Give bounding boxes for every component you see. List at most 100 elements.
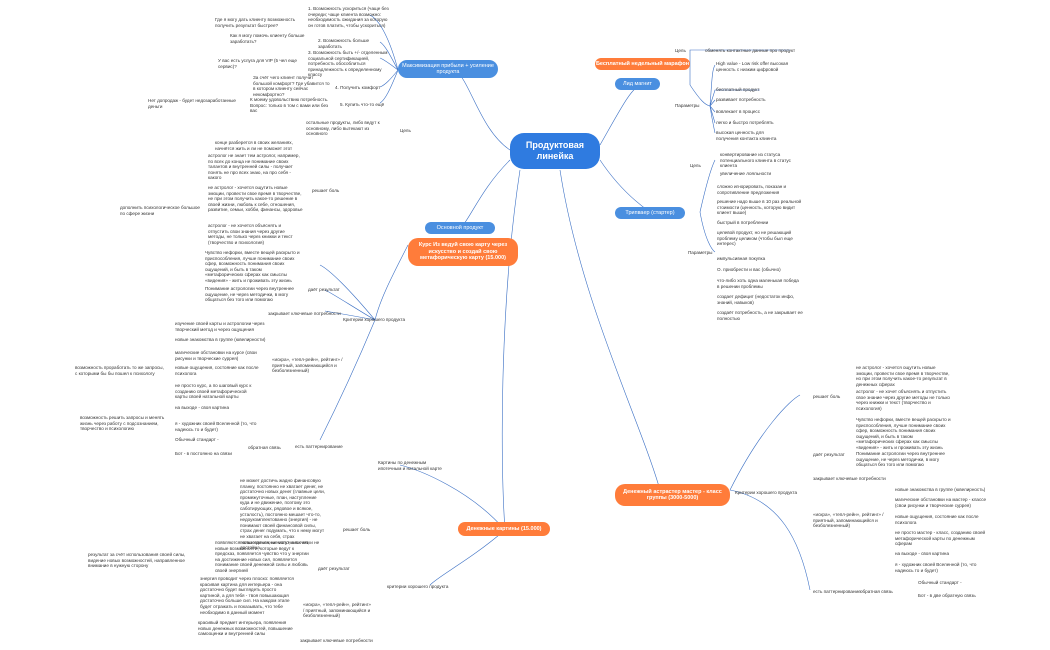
link-center-lid (599, 84, 641, 146)
trip-param-6: О. приобрести и вас (обычно) (717, 267, 781, 272)
kurs-side-1: возможность проработать то же запросы, с… (75, 365, 166, 376)
kurs-item-1: изучение своей карты и астрологии через … (175, 321, 266, 332)
label-zakr3: закрывает ключевые потребности (813, 476, 886, 481)
label-zakr: закрывает ключевые потребности (268, 311, 341, 316)
maxim-item-2: 2. Возможность больше заработать (318, 38, 371, 49)
trip-param-4: целевой продукт, но не решающий проблему… (717, 230, 795, 247)
node-denezhny-master[interactable]: Денежный астрастер мастер - класс группы… (615, 484, 730, 506)
kurs-obr-2: Бот - в постоянно на связи (175, 451, 232, 456)
node-denezhnye-kartiny[interactable]: Денежные картины (15.000) (458, 522, 550, 536)
kurs-res-2: Понимание астрологии через внутреннее ощ… (205, 286, 296, 303)
link-center-maxim (454, 69, 511, 151)
node-tripwire[interactable]: Трипваер (стартер) (615, 207, 685, 219)
dm-item-1: новые знакомства в группе (ювелирность) (895, 487, 986, 492)
maxim-q-2: Как я могу помочь клиенту больше заработ… (230, 33, 306, 44)
dm-bol-2: астролог - не хочет объяснять и отпустит… (856, 389, 952, 411)
link-center-dm (559, 169, 661, 491)
kurs-bol-3: не астролог - хочется ощутить новые эмоц… (208, 185, 303, 213)
den-item-1: энергия проводит через плоско: появляетс… (200, 576, 296, 615)
kurs-side-2: возможность решить запросы и менять жизн… (80, 415, 166, 432)
label-est-pat: есть паттернирование (295, 444, 343, 449)
label-parametry-trip: Параметры (688, 250, 713, 255)
label-parametry-lid: Параметры (675, 103, 700, 108)
kurs-items-label: «искра», «тепл-рейн», рейтинг» / приятны… (272, 357, 344, 374)
kurs-res-1: Чувство нефорки, вместе вещей раскрыто и… (205, 250, 301, 283)
maxim-item-3: 3. Возможность быть +/- отделенным социа… (308, 50, 389, 78)
kurs-item-5: не просто курс, а по шаговый курс к созд… (175, 383, 253, 400)
dm-obr-1: Обычный стандарт - (918, 580, 962, 585)
lid-param-6: высокая ценность для получения контакта … (716, 130, 777, 141)
kurs-item-7: я - художник своей Вселенной (то, что на… (175, 421, 258, 432)
label-resh-bol: решает боль (312, 188, 340, 193)
maxim-q-4: За счёт чего клиент получит большой комф… (253, 75, 331, 97)
label-dait-res2: даёт результат (318, 566, 350, 571)
node-maxim[interactable]: Максимизация прибыли + усиление продукта (398, 60, 498, 78)
lid-param-3: развивает потребность (716, 97, 766, 102)
trip-cel-2: увеличение лояльности (720, 171, 772, 176)
maxim-item-1: 1. Возможность ускориться (чаще без очер… (308, 6, 390, 28)
maxim-q-1: Где я могу дать клиенту возможность полу… (215, 17, 297, 28)
label-zakr2: закрывает ключевые потребности (300, 638, 373, 643)
dm-res-2: Понимание астрологии через внутреннее ощ… (856, 451, 947, 468)
kurs-item-2: новые знакомства в группе (ювелирности) (175, 337, 266, 342)
label-obr-svyaz: обратная связь (248, 445, 281, 450)
dm-item-4: не просто мастер - класс, созданию своей… (895, 530, 987, 547)
lid-param-5: легко и быстро потреблять (716, 120, 774, 125)
lid-param-1: High value - Low risk offer высокая ценн… (716, 61, 790, 72)
den-bol-1: не может достичь жадно финансовую планку… (240, 478, 327, 551)
maxim-item-4: 4. Получить комфорт (335, 85, 381, 90)
trip-param-9: создаёт потребность, а не закрывает ее п… (717, 310, 805, 321)
label-kriterii3: Критерии хорошего продукта (735, 490, 798, 495)
node-lid[interactable]: Лид магнит (615, 78, 660, 90)
central-topic[interactable]: Продуктовая линейка (510, 133, 600, 169)
node-kurs[interactable]: Курс Из ведуй свою карту через искусство… (408, 238, 518, 266)
dm-res-1: Чувство нефорки, вместе вещей раскрыто и… (856, 417, 952, 450)
kurs-item-4: новые ощущения, состояние как после псих… (175, 365, 260, 376)
label-obr-svyaz3: обратная связь (860, 589, 893, 594)
den-item-2: красивый предмет интерьера, появления но… (198, 620, 294, 637)
link-center-den (501, 169, 521, 531)
trip-param-8: создает дефицит (недостаток инфо, знаний… (717, 294, 796, 305)
den-top: Картины по денежным ипотечным и натально… (378, 460, 442, 471)
kurs-item-6: на выходе - своя картина (175, 405, 230, 410)
node-marafon[interactable]: Бесплатный недельный марафон (595, 58, 690, 70)
kurs-bol-4: астролог - не хочется объяснять и отпуст… (208, 223, 295, 245)
label-cel-kurs: Цель (400, 128, 411, 133)
den-res-extra: результат за счёт использования своей си… (88, 552, 187, 569)
label-dait-res: даёт результат (308, 287, 340, 292)
trip-cel-1: конвертирование из статуса потенциальног… (720, 152, 793, 169)
maxim-item-5: 5. Купить что-то ещё (340, 102, 385, 107)
label-resh-bol2: решает боль (343, 527, 371, 532)
trip-param-1: сложно игнорировать, показан и сопротивл… (717, 184, 788, 195)
label-kriterii: Критерии хорошего продукта (343, 317, 406, 322)
label-resh-bol3: решает боль (813, 394, 841, 399)
kurs-cel-text: остальные продукты, либо ведут к основно… (306, 120, 381, 137)
label-cel-marafon: Цель (675, 48, 686, 53)
dm-item-6: я - художник своей Вселенной (то, что на… (895, 562, 978, 573)
lid-param-2: бесплатный продукт (716, 87, 760, 92)
marafon-cel: обменять контактные данные про продукт (705, 48, 796, 53)
trip-param-3: быстрый в потреблении (717, 220, 769, 225)
trip-param-5: импульсивная покупка (717, 256, 766, 261)
dm-item-3: новые ощущения, состояние как после псих… (895, 514, 980, 525)
dm-item-5: на выходе - своя картина (895, 551, 950, 556)
maxim-q-3: У вас есть услуга для VIP (5 чел еще сер… (218, 58, 299, 69)
kurs-bol-2: астролог не знает тем астролог, например… (208, 153, 302, 181)
dm-bol-1: не астролог - хочется ощутить новые эмоц… (856, 365, 951, 387)
kurs-item-3: магические обстановки на курсе (свои рис… (175, 350, 259, 361)
maxim-q-5: К моему удовольствию потребность. Вопрос… (250, 97, 330, 114)
den-bol-2: появляются новые денежные источники или … (215, 540, 311, 573)
dm-obr-2: Бот - в две обратную связь (918, 593, 976, 598)
lid-param-4: вовлекает в процесс (716, 109, 761, 114)
den-items-label: «искра», «тепл-рейн», рейтинг» / приятны… (303, 602, 373, 619)
label-cel-trip: Цель (690, 163, 701, 168)
node-osnovnoy[interactable]: Основной продукт (425, 222, 495, 234)
dm-item-2: магические обстановки на мастер - классе… (895, 497, 988, 508)
label-est-pat3: есть паттернирование (813, 589, 861, 594)
label-dait-res3: даёт результат (813, 452, 845, 457)
kurs-bol-extra: дополнить психологическое большое по сфе… (120, 205, 202, 216)
dm-items-label: «искра», «тепл-рейн», рейтинг» / приятны… (813, 512, 885, 529)
trip-param-2: решение надо выше в 10 раз реальной стои… (717, 199, 803, 216)
kurs-obr-1: Обычный стандарт - (175, 437, 219, 442)
